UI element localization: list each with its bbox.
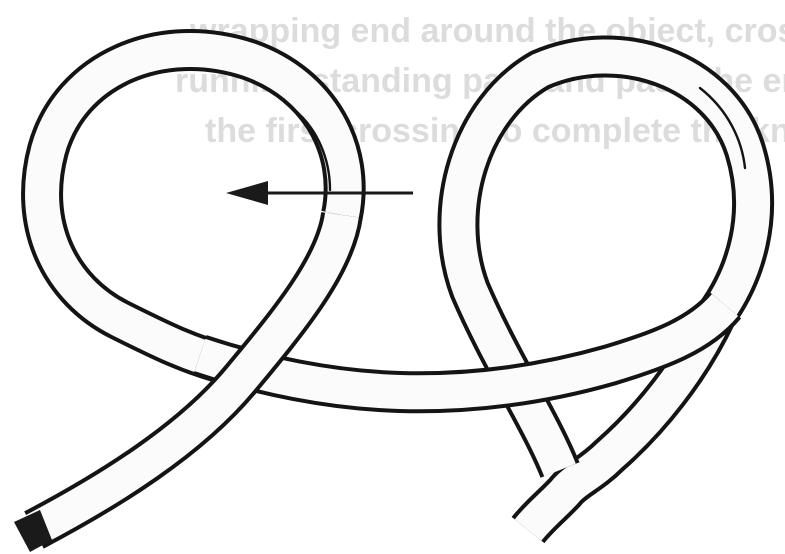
bleed-text-line-1: wrapping end around the object, cross ov… [189,12,785,50]
direction-arrow [226,181,413,205]
